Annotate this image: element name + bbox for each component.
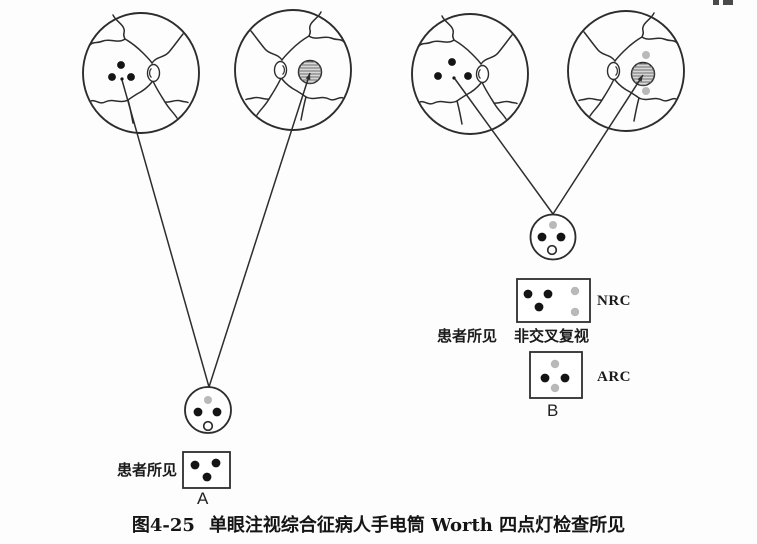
scan-artifact-mark [713, 0, 719, 5]
projection-line [454, 78, 554, 215]
label-uncrossed-diplopia: 非交叉复视 [514, 327, 590, 345]
scan-artifact-mark [723, 0, 733, 5]
label-panel-b: B [547, 401, 559, 420]
arrow-tip [305, 73, 311, 80]
fundus-b-left [411, 13, 529, 135]
torch-a [184, 386, 232, 434]
label-panel-a: A [197, 489, 209, 508]
figure-number: 图4-25 [131, 515, 195, 536]
torch-b [529, 213, 577, 261]
projection-line [121, 79, 210, 388]
figure-title: 单眼注视综合征病人手电筒 Worth 四点灯检查所见 [208, 515, 626, 536]
projection-line [552, 74, 644, 215]
label-nrc: NRC [597, 293, 631, 309]
label-arc: ARC [597, 369, 631, 385]
label-patient-seen-b: 患者所见 [437, 327, 498, 345]
projection-line [208, 72, 311, 388]
label-patient-seen-a: 患者所见 [117, 461, 178, 479]
fundus-b-right [567, 10, 685, 132]
box-nrc [516, 278, 591, 323]
figure-caption: 图4-25 单眼注视综合征病人手电筒 Worth 四点灯检查所见 [0, 515, 757, 537]
fundus-a-right [234, 9, 352, 131]
fundus-a-left [82, 12, 200, 134]
box-arc [529, 351, 583, 399]
box-a-seen [182, 451, 231, 489]
arrow-tip [637, 75, 643, 82]
